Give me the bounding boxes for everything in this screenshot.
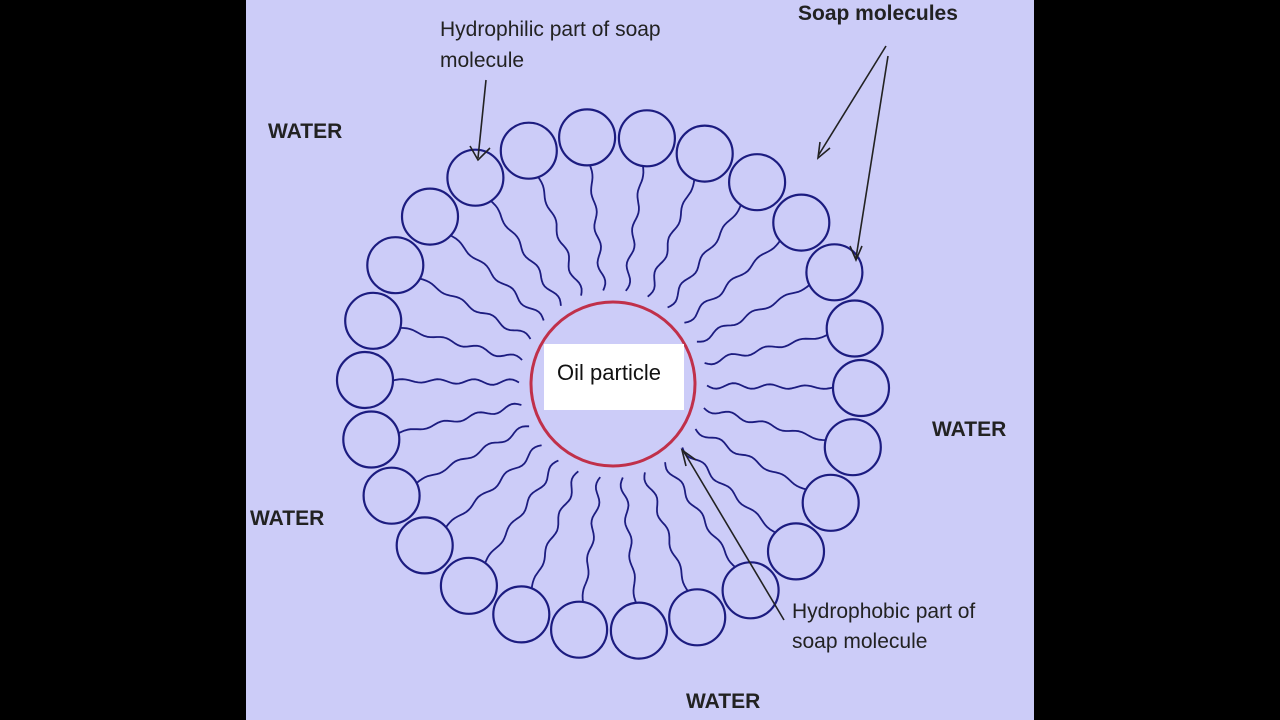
water-label-bottom: WATER xyxy=(686,690,760,714)
soap-head-17 xyxy=(441,558,497,614)
hydrophobic-label-line2: soap molecule xyxy=(792,627,927,657)
soap-tail-18 xyxy=(446,445,542,527)
soap-head-11 xyxy=(768,523,824,579)
soap-head-9 xyxy=(825,419,881,475)
soap-molecules-label: Soap molecules xyxy=(798,2,958,26)
soap-tail-6 xyxy=(697,285,810,342)
soap-head-23 xyxy=(367,237,423,293)
soap-head-25 xyxy=(447,150,503,206)
soap-tail-15 xyxy=(583,477,601,602)
soap-tail-9 xyxy=(704,408,826,440)
soap-head-8 xyxy=(833,360,889,416)
soap-head-1 xyxy=(559,109,615,165)
soap-head-26 xyxy=(501,123,557,179)
soap-tail-23 xyxy=(420,279,531,339)
soap-arrow-1-head xyxy=(818,142,830,158)
soap-tail-5 xyxy=(684,241,780,323)
soap-head-4 xyxy=(729,154,785,210)
soap-head-2 xyxy=(619,110,675,166)
soap-head-14 xyxy=(611,603,667,659)
soap-head-20 xyxy=(343,412,399,468)
soap-head-15 xyxy=(551,602,607,658)
soap-tail-20 xyxy=(399,404,522,434)
soap-head-16 xyxy=(493,586,549,642)
soap-head-7 xyxy=(827,301,883,357)
soap-tail-26 xyxy=(538,177,581,296)
soap-tail-19 xyxy=(417,426,529,483)
soap-head-12 xyxy=(723,562,779,618)
soap-tail-13 xyxy=(644,472,687,591)
soap-head-21 xyxy=(337,352,393,408)
soap-head-10 xyxy=(803,475,859,531)
soap-tail-14 xyxy=(621,478,636,603)
soap-tail-22 xyxy=(400,328,522,360)
soap-head-6 xyxy=(806,244,862,300)
hydrophilic-label-line1: Hydrophilic part of soap xyxy=(440,15,661,45)
soap-head-18 xyxy=(397,517,453,573)
soap-tail-10 xyxy=(696,429,807,489)
soap-head-22 xyxy=(345,293,401,349)
soap-tail-25 xyxy=(491,201,561,306)
water-label-left: WATER xyxy=(250,507,324,531)
soap-tail-11 xyxy=(682,448,775,533)
soap-head-24 xyxy=(402,189,458,245)
water-label-top-left: WATER xyxy=(268,120,342,144)
soap-head-3 xyxy=(677,126,733,182)
soap-head-13 xyxy=(669,589,725,645)
soap-tail-2 xyxy=(626,166,644,291)
soap-tail-4 xyxy=(668,205,741,308)
soap-tail-21 xyxy=(393,379,519,385)
soap-arrow-1 xyxy=(818,46,886,156)
soap-tail-8 xyxy=(707,383,833,389)
hydrophilic-label-line2: molecule xyxy=(440,46,524,76)
water-label-right: WATER xyxy=(932,418,1006,442)
oil-particle-label: Oil particle xyxy=(544,360,674,386)
soap-head-5 xyxy=(773,195,829,251)
soap-tail-1 xyxy=(590,165,605,290)
diagram-panel: Oil particle WATER WATER WATER WATER Soa… xyxy=(246,0,1034,720)
hydrophilic-arrow xyxy=(478,80,486,158)
soap-tail-17 xyxy=(485,461,558,564)
soap-tail-7 xyxy=(705,335,828,365)
soap-tail-24 xyxy=(451,236,544,321)
hydrophobic-label-line1: Hydrophobic part of xyxy=(792,597,975,627)
soap-head-19 xyxy=(364,468,420,524)
hydrophobic-arrow xyxy=(684,452,784,620)
